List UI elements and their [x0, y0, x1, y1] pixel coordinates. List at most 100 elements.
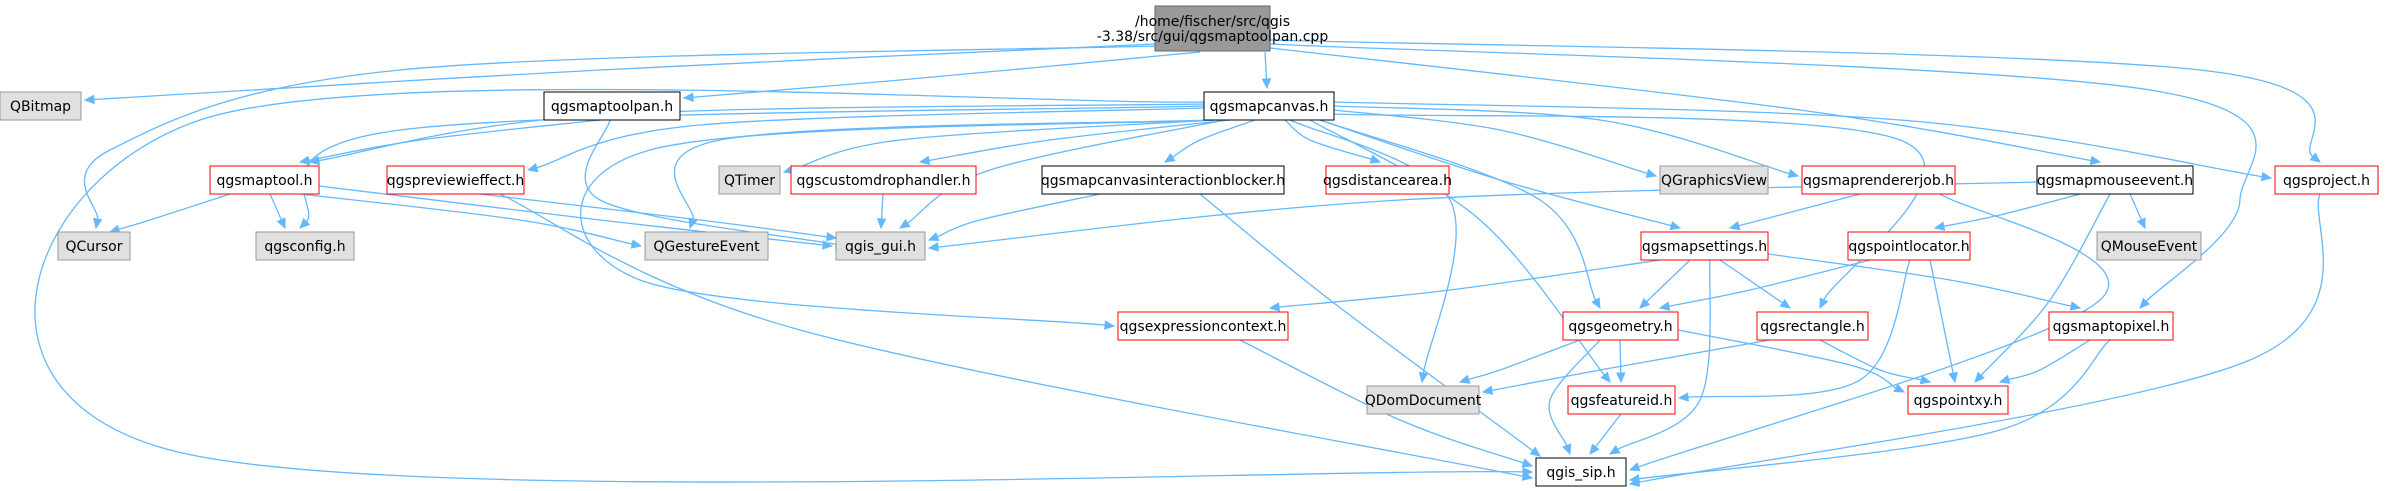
- node-qgspointlocator-h[interactable]: qgspointlocator.h: [1847, 231, 1971, 261]
- edge-qgsmapcanvas_h-to-qgsexpressioncontext_h: [580, 119, 1216, 330]
- node-label: QMouseEvent: [2101, 239, 2198, 255]
- node-qgsgeometry-h[interactable]: qgsgeometry.h: [1562, 311, 1679, 341]
- edge-qgsmaptool_h-to-qgsconfig_h: [269, 193, 286, 230]
- edge-qgsmapcanvasinteractionblocker_h-to-qgis_sip_h: [1199, 193, 1541, 457]
- node-QGestureEvent[interactable]: QGestureEvent: [644, 231, 769, 261]
- node-QDomDocument[interactable]: QDomDocument: [1365, 385, 1482, 415]
- node-label: qgsfeatureid.h: [1571, 393, 1673, 409]
- node-qgsexpressioncontext-h[interactable]: qgsexpressioncontext.h: [1117, 311, 1289, 341]
- node-qgis-sip-h[interactable]: qgis_sip.h: [1535, 457, 1627, 487]
- edge-qgspreviewEffect_h-to-qgis_gui_h: [479, 193, 838, 242]
- node-label: QCursor: [65, 239, 122, 255]
- node-label: /home/fischer/src/qgis: [1135, 14, 1290, 30]
- node-qgsmapcanvasinteractionblocker-h[interactable]: qgsmapcanvasinteractionblocker.h: [1041, 165, 1285, 195]
- node-box: [1366, 385, 1480, 415]
- edge-qgsmapmouseevent_h-to-QMouseEvent: [2129, 193, 2146, 230]
- edge-root-to-qgsmapcanvas_h: [1261, 51, 1272, 90]
- node-label: -3.38/src/gui/qgsmaptoolpan.cpp: [1097, 29, 1329, 45]
- node-label: qgsdistancearea.h: [1323, 173, 1452, 189]
- edge-qgsmapcanvas_h-to-qgscustomdrophandler_h: [918, 119, 1231, 166]
- node-QBitmap[interactable]: QBitmap: [0, 91, 82, 121]
- edge-qgsmapcanvas_h-to-qgspreviewEffect_h: [526, 107, 1205, 173]
- node-label: qgsgeometry.h: [1568, 319, 1672, 335]
- node-qgsmapcanvas-h[interactable]: qgsmapcanvas.h: [1203, 91, 1335, 121]
- node-box: [543, 91, 681, 121]
- node-qgspointxy-h[interactable]: qgspointxy.h: [1907, 385, 2009, 415]
- edge-qgsmapcanvas_h-to-qgsproject_h: [1333, 101, 2273, 182]
- node-label: qgsmaptool.h: [216, 173, 312, 189]
- edge-root-to-qgsmaptopixel_h: [1269, 43, 2257, 309]
- node-label: QGraphicsView: [1661, 173, 1767, 189]
- node-root[interactable]: /home/fischer/src/qgis-3.38/src/gui/qgsm…: [1097, 5, 1329, 52]
- node-qgsconfig-h[interactable]: qgsconfig.h: [255, 231, 355, 261]
- node-QTimer[interactable]: QTimer: [718, 165, 781, 195]
- edge-qgsgeometry_h-to-qgis_sip_h: [1548, 339, 1601, 456]
- node-label: qgsmapcanvas.h: [1210, 99, 1329, 115]
- node-box: [0, 91, 82, 121]
- edge-root-to-QCursor: [83, 45, 1156, 230]
- edge-root-to-qgsproject_h: [1269, 39, 2321, 163]
- node-box: [1154, 5, 1271, 52]
- node-QCursor[interactable]: QCursor: [57, 231, 131, 261]
- node-box: [1567, 385, 1676, 415]
- node-qgsdistancearea-h[interactable]: qgsdistancearea.h: [1323, 165, 1452, 195]
- node-box: [1756, 311, 1869, 341]
- node-qgsmapmouseevent-h[interactable]: qgsmapmouseevent.h: [2036, 165, 2194, 195]
- node-box: [2096, 231, 2202, 261]
- edge-qgsmapcanvas_h-to-qgsrectangle_h: [1333, 113, 1926, 310]
- node-label: qgspointlocator.h: [1848, 239, 1969, 255]
- node-qgsmapsettings-h[interactable]: qgsmapsettings.h: [1640, 231, 1769, 261]
- node-qgsmaptopixel-h[interactable]: qgsmaptopixel.h: [2048, 311, 2174, 341]
- node-qgsproject-h[interactable]: qgsproject.h: [2274, 165, 2379, 195]
- node-label: qgspreviewieffect.h: [387, 173, 525, 189]
- node-box: [1659, 165, 1769, 195]
- node-qgspreviewEffect-h[interactable]: qgspreviewieffect.h: [386, 165, 525, 195]
- node-label: qgsmaprendererjob.h: [1803, 173, 1954, 189]
- edge-qgsexpressioncontext_h-to-qgis_sip_h: [1239, 339, 1534, 468]
- node-label: qgscustomdrophandler.h: [797, 173, 971, 189]
- node-label: QGestureEvent: [653, 239, 760, 255]
- node-qgsmaptool-h[interactable]: qgsmaptool.h: [209, 165, 320, 195]
- node-box: [2274, 165, 2379, 195]
- node-box: [1535, 457, 1627, 487]
- node-label: QTimer: [724, 173, 775, 189]
- node-box: [2036, 165, 2194, 195]
- node-box: [644, 231, 769, 261]
- node-box: [57, 231, 131, 261]
- node-label: QDomDocument: [1365, 393, 1482, 409]
- edge-qgscustomdrophandler_h-to-qgis_gui_h: [876, 193, 887, 230]
- node-qgis-gui-h[interactable]: qgis_gui.h: [835, 231, 926, 261]
- node-QGraphicsView[interactable]: QGraphicsView: [1659, 165, 1769, 195]
- edge-qgsmapcanvas_h-to-QDomDocument: [1289, 119, 1457, 384]
- node-QMouseEvent[interactable]: QMouseEvent: [2096, 231, 2202, 261]
- node-box: [255, 231, 355, 261]
- node-box: [1847, 231, 1971, 261]
- edge-qgsrectangle_h-to-QDomDocument: [1481, 339, 1771, 395]
- node-box: [2048, 311, 2174, 341]
- node-box: [1801, 165, 1956, 195]
- node-box: [1325, 165, 1450, 195]
- node-label: qgsproject.h: [2283, 173, 2370, 189]
- node-qgsmaptoolpan-h[interactable]: qgsmaptoolpan.h: [543, 91, 681, 121]
- edge-qgsmapcanvas_h-to-qgsdistancearea_h: [1284, 119, 1382, 164]
- dependency-edges: [34, 39, 2325, 487]
- node-qgsmaprendererjob-h[interactable]: qgsmaprendererjob.h: [1801, 165, 1956, 195]
- node-qgsrectangle-h[interactable]: qgsrectangle.h: [1756, 311, 1869, 341]
- edge-qgsmaprendererjob_h-to-qgsmapsettings_h: [1728, 193, 1861, 231]
- node-qgsfeatureid-h[interactable]: qgsfeatureid.h: [1567, 385, 1676, 415]
- edge-qgspreviewEffect_h-to-qgis_sip_h: [499, 193, 1534, 481]
- edge-qgsmapcanvas_h-to-qgsmapcanvasinteractionblocker_h: [1163, 119, 1256, 163]
- node-box: [718, 165, 781, 195]
- edge-qgsmapsettings_h-to-qgsexpressioncontext_h: [1268, 259, 1661, 312]
- edge-qgsfeatureid_h-to-qgis_sip_h: [1589, 413, 1622, 455]
- edge-qgsmaptool_h-to-QCursor: [108, 193, 231, 234]
- node-label: qgsrectangle.h: [1760, 319, 1864, 335]
- node-box: [1203, 91, 1335, 121]
- edge-qgsmapcanvas_h-to-qgis_gui_h: [898, 119, 1226, 229]
- node-label: qgsexpressioncontext.h: [1120, 319, 1287, 335]
- edge-qgsmapcanvas_h-to-qgsgeometry_h: [1319, 119, 1601, 310]
- node-box: [1907, 385, 2009, 415]
- node-label: qgsconfig.h: [264, 239, 345, 255]
- node-qgscustomdrophandler-h[interactable]: qgscustomdrophandler.h: [790, 165, 977, 195]
